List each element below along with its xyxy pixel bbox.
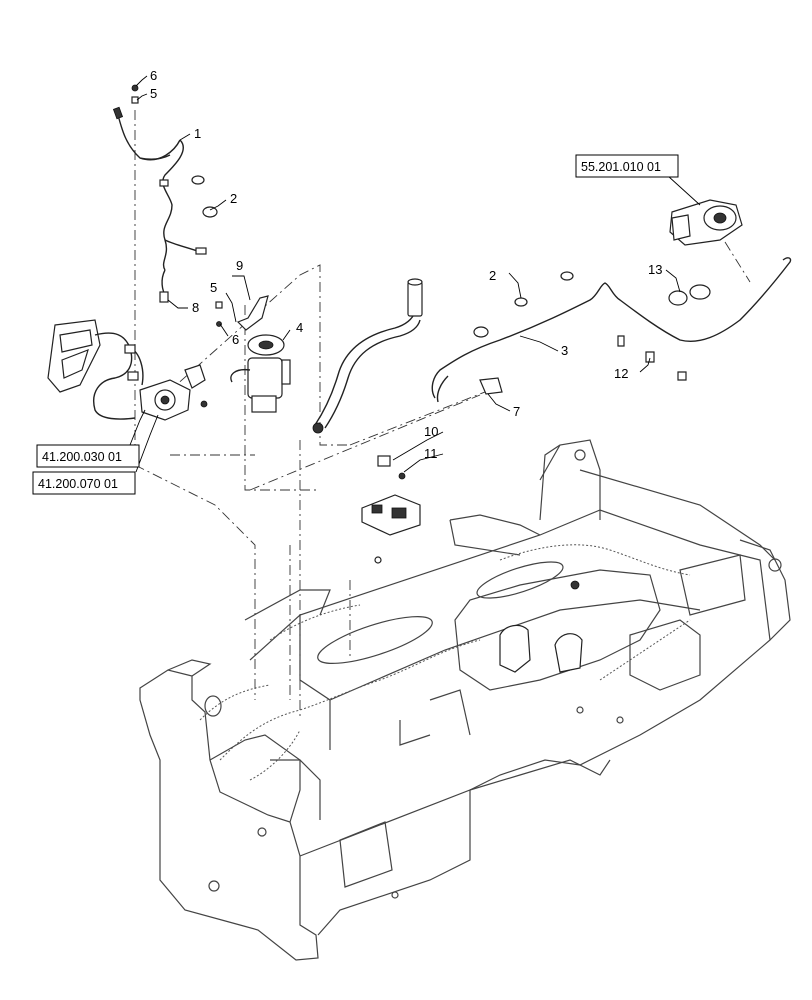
callout-4: 4 [296, 320, 303, 335]
reference-box-55-201-010-01[interactable]: 55.201.010 01 [575, 154, 679, 178]
guide-lines [134, 110, 491, 720]
reference-boxes: 55.201.010 01 41.200.030 01 41.200.070 0… [32, 154, 679, 495]
leader-lines [129, 75, 701, 473]
callout-9: 9 [236, 258, 243, 273]
pump-part-4 [230, 334, 291, 413]
callout-8: 8 [192, 300, 199, 315]
callout-12: 12 [614, 366, 628, 381]
reference-box-41-200-030-01[interactable]: 41.200.030 01 [36, 444, 140, 468]
fasteners-5-6 [131, 84, 223, 327]
callouts: 1 2 2 3 4 5 5 6 6 7 8 9 10 11 12 13 [150, 68, 662, 461]
callout-13: 13 [648, 262, 662, 277]
chassis-connectors [499, 580, 583, 673]
bracket-part-9 [236, 295, 269, 331]
fuse-box-assembly [361, 455, 421, 564]
reference-label-55-201-010-01: 55.201.010 01 [581, 160, 661, 174]
callout-2-right: 2 [489, 268, 496, 283]
callout-6-top: 6 [150, 68, 157, 83]
steering-valve-assembly [47, 319, 208, 421]
harness-part-1 [112, 106, 207, 303]
callout-5-top: 5 [150, 86, 157, 101]
chassis-frame [139, 439, 791, 961]
tube-part-3 [431, 257, 792, 403]
callout-2-left: 2 [230, 191, 237, 206]
chassis-harness [199, 544, 691, 781]
callout-6-mid: 6 [232, 332, 239, 347]
callout-11: 11 [424, 446, 438, 461]
callout-3: 3 [561, 343, 568, 358]
callout-5-mid: 5 [210, 280, 217, 295]
callout-7: 7 [513, 404, 520, 419]
callout-1: 1 [194, 126, 201, 141]
hydraulic-hose [312, 278, 423, 434]
clip-rings-part-2 [191, 175, 218, 218]
callout-10: 10 [424, 424, 438, 439]
reference-label-41-200-070-01: 41.200.070 01 [38, 477, 118, 491]
reference-label-41-200-030-01: 41.200.030 01 [42, 450, 122, 464]
reference-box-41-200-070-01[interactable]: 41.200.070 01 [32, 471, 136, 495]
clamps-part-13 [668, 284, 711, 306]
steering-motor [669, 199, 751, 283]
